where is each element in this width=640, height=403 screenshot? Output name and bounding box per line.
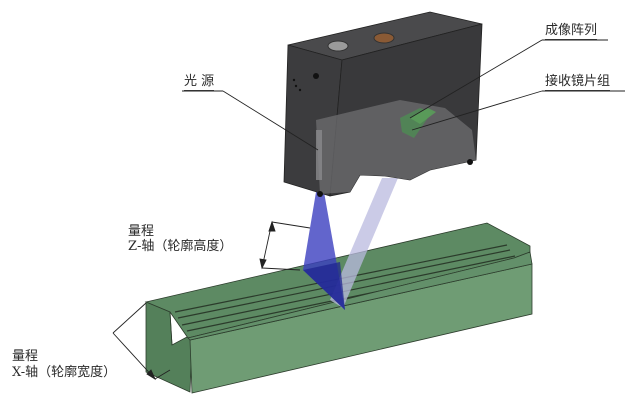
label-x-range-axis: X-轴（轮廓宽度） xyxy=(12,365,117,380)
label-z-range-axis: Z-轴（轮廓高度） xyxy=(128,239,233,254)
connector-steel xyxy=(327,40,349,52)
label-receiving-lens: 接收镜片组 xyxy=(545,74,611,91)
x-range-dimension xyxy=(112,302,171,381)
label-x-range-title: 量程 xyxy=(12,349,39,364)
label-imaging-array: 成像阵列 xyxy=(545,23,598,40)
label-z-range-title: 量程 xyxy=(128,224,155,239)
reflected-beam xyxy=(330,178,398,308)
leader-lines xyxy=(182,39,625,151)
label-light-source: 光 源 xyxy=(184,74,215,91)
z-range-dimension xyxy=(259,220,311,271)
sensor-body xyxy=(283,11,483,197)
laser-beams xyxy=(303,178,398,310)
connector-copper xyxy=(373,32,395,44)
imaging-array xyxy=(410,108,436,124)
light-source-emitter xyxy=(316,130,322,180)
